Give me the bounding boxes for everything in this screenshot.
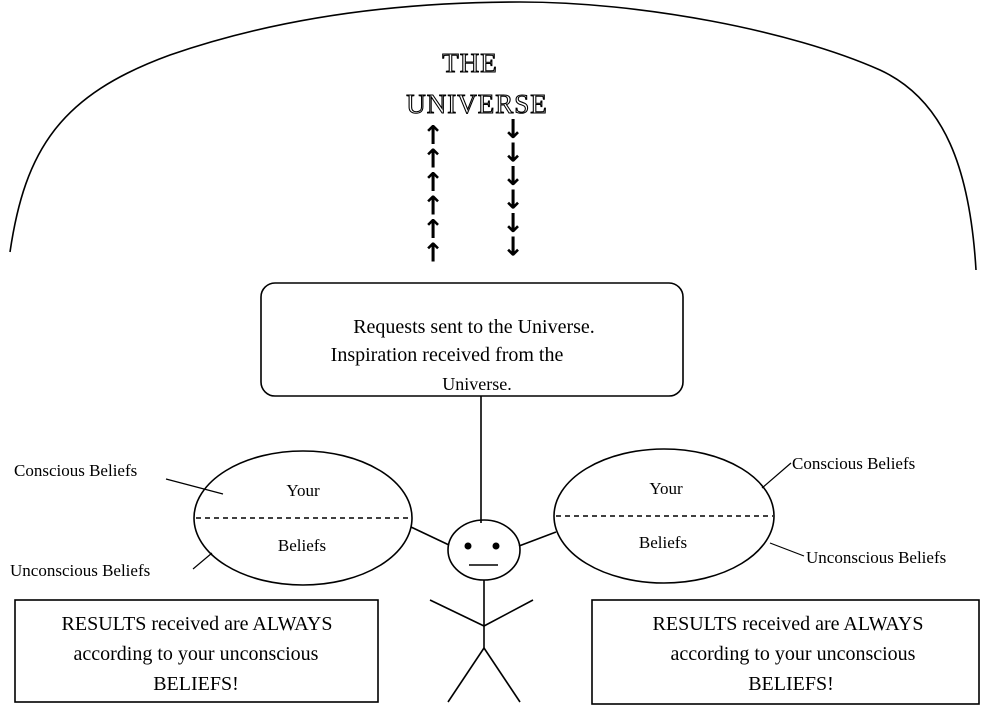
down-arrow-icon: ↓ xyxy=(502,139,524,169)
figure-right-eye xyxy=(492,542,500,550)
left-beliefs-top-word: Your xyxy=(286,481,320,500)
up-arrow-icon: ↑ xyxy=(422,145,444,175)
right-unconscious-label: Unconscious Beliefs xyxy=(806,548,946,567)
right-conscious-pointer xyxy=(761,462,792,489)
up-arrow-icon: ↑ xyxy=(422,168,444,198)
right-beliefs-bottom-word: Beliefs xyxy=(639,533,687,552)
figure-head xyxy=(447,519,521,581)
figure-right-arm xyxy=(483,599,534,627)
request-box-line3: Universe. xyxy=(442,374,511,394)
figure-left-eye xyxy=(464,542,472,550)
up-arrow-icon: ↑ xyxy=(422,192,444,222)
universe-arc xyxy=(9,1,977,271)
left-unconscious-pointer xyxy=(192,552,213,570)
down-arrow-icon: ↓ xyxy=(502,209,524,239)
figure-left-arm xyxy=(429,599,485,627)
left-conscious-label: Conscious Beliefs xyxy=(14,461,137,480)
downward-arrows: ↓↓↓↓↓↓ xyxy=(502,115,524,263)
universe-title-line1: THE xyxy=(442,48,497,78)
left-results-line1: RESULTS received are ALWAYS xyxy=(62,613,333,635)
left-unconscious-label: Unconscious Beliefs xyxy=(10,561,150,580)
down-arrow-icon: ↓ xyxy=(502,115,524,145)
request-box xyxy=(260,282,684,397)
request-box-line1: Requests sent to the Universe. xyxy=(353,316,595,338)
right-results-line3: BELIEFS! xyxy=(748,673,834,695)
figure-left-leg xyxy=(447,647,485,703)
down-arrow-icon: ↓ xyxy=(502,186,524,216)
right-results-line1: RESULTS received are ALWAYS xyxy=(653,613,924,635)
head-to-left-oval-connector xyxy=(410,526,450,546)
right-results-line2: according to your unconscious xyxy=(671,643,916,665)
figure-right-leg xyxy=(483,647,521,703)
up-arrow-icon: ↑ xyxy=(422,215,444,245)
right-beliefs-top-word: Your xyxy=(649,479,683,498)
right-unconscious-pointer xyxy=(769,542,805,557)
upward-arrows: ↑↑↑↑↑↑ xyxy=(422,121,444,269)
down-arrow-icon: ↓ xyxy=(502,162,524,192)
left-beliefs-bottom-word: Beliefs xyxy=(278,536,326,555)
left-results-line3: BELIEFS! xyxy=(153,673,239,695)
stick-figure xyxy=(429,519,534,703)
right-results-box xyxy=(591,599,980,705)
universe-title-line2: UNIVERSE xyxy=(406,89,548,119)
left-beliefs-oval xyxy=(193,450,413,586)
down-arrow-icon: ↓ xyxy=(502,233,524,263)
up-arrow-icon: ↑ xyxy=(422,239,444,269)
left-conscious-pointer xyxy=(165,478,224,495)
head-to-right-oval-connector xyxy=(518,531,557,547)
right-conscious-label: Conscious Beliefs xyxy=(792,454,915,473)
left-results-line2: according to your unconscious xyxy=(74,643,319,665)
request-box-line2: Inspiration received from the xyxy=(331,344,564,366)
left-results-box xyxy=(14,599,379,703)
right-beliefs-oval xyxy=(553,448,775,584)
up-arrow-icon: ↑ xyxy=(422,121,444,151)
